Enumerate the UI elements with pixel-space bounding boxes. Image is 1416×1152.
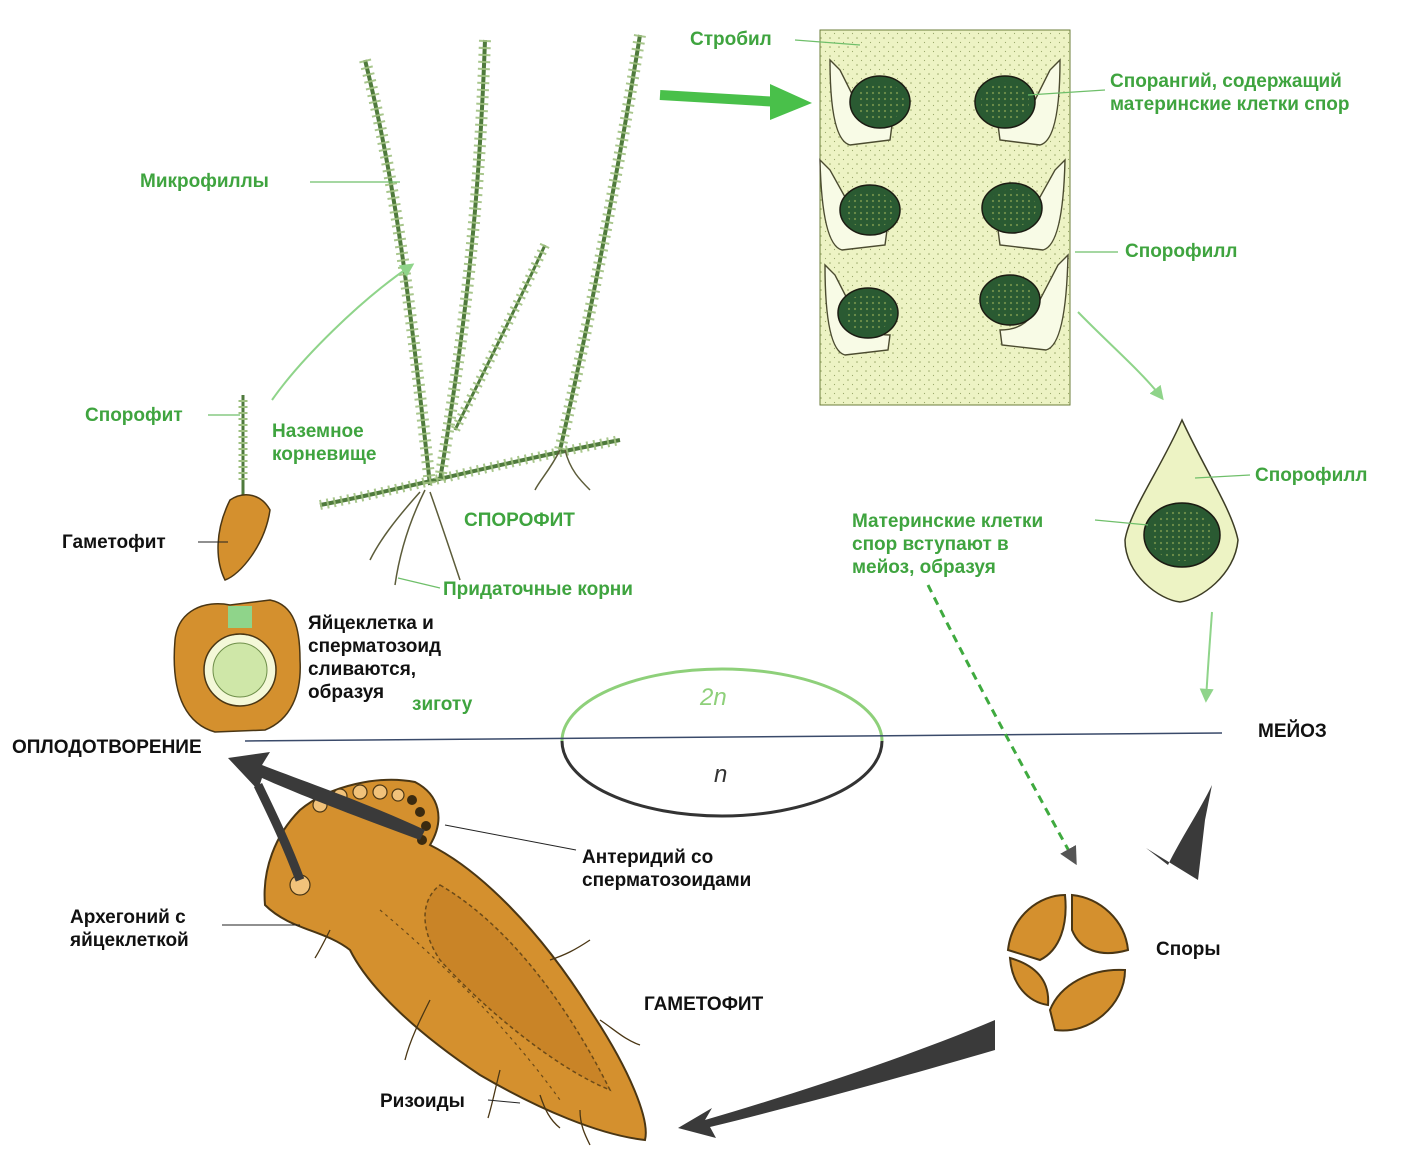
label-gametophyte-caps: ГАМЕТОФИТ: [644, 993, 763, 1016]
label-rhizoids: Ризоиды: [380, 1090, 465, 1113]
label-rhizome: Наземное корневище: [272, 420, 376, 466]
label-zygote: зиготу: [412, 693, 472, 716]
leader-lines: [208, 40, 1250, 588]
label-gametophyte-small: Гаметофит: [62, 531, 166, 554]
young-sporophyte: [218, 395, 270, 580]
label-spores: Споры: [1156, 938, 1221, 961]
label-fertilization-process: Яйцеклетка и сперматозоид сливаются, обр…: [308, 612, 441, 704]
spore-tetrad: [1008, 895, 1128, 1031]
sporophyll-detail: [1125, 420, 1238, 602]
label-haploid: n: [714, 763, 727, 786]
strobilus-section: [820, 30, 1070, 405]
label-strobilus: Стробил: [690, 28, 772, 51]
label-sporophyte-caps: СПОРОФИТ: [464, 509, 575, 532]
label-sporangium: Спорангий, содержащий материнские клетки…: [1110, 70, 1350, 116]
label-sporophyll-single: Спорофилл: [1255, 464, 1367, 487]
label-antheridium: Антеридий со сперматозоидами: [582, 846, 751, 892]
label-meiosis: МЕЙОЗ: [1258, 720, 1327, 743]
label-archegonium: Архегоний с яйцеклеткой: [70, 906, 189, 952]
label-microphylls: Микрофиллы: [140, 170, 269, 193]
label-sporophyll-strobilus: Спорофилл: [1125, 240, 1237, 263]
label-sporophyte-small: Спорофит: [85, 404, 183, 427]
label-meiosis-mother-cells: Материнские клетки спор вступают в мейоз…: [852, 510, 1043, 579]
ploidy-divider-line: [245, 733, 1222, 741]
label-diploid: 2n: [700, 686, 727, 709]
label-fertilization: ОПЛОДОТВОРЕНИЕ: [12, 736, 202, 759]
label-adventitious-roots: Придаточные корни: [443, 578, 633, 601]
sporophyte-plant: [320, 35, 640, 585]
zygote-archegonium: [174, 600, 300, 732]
